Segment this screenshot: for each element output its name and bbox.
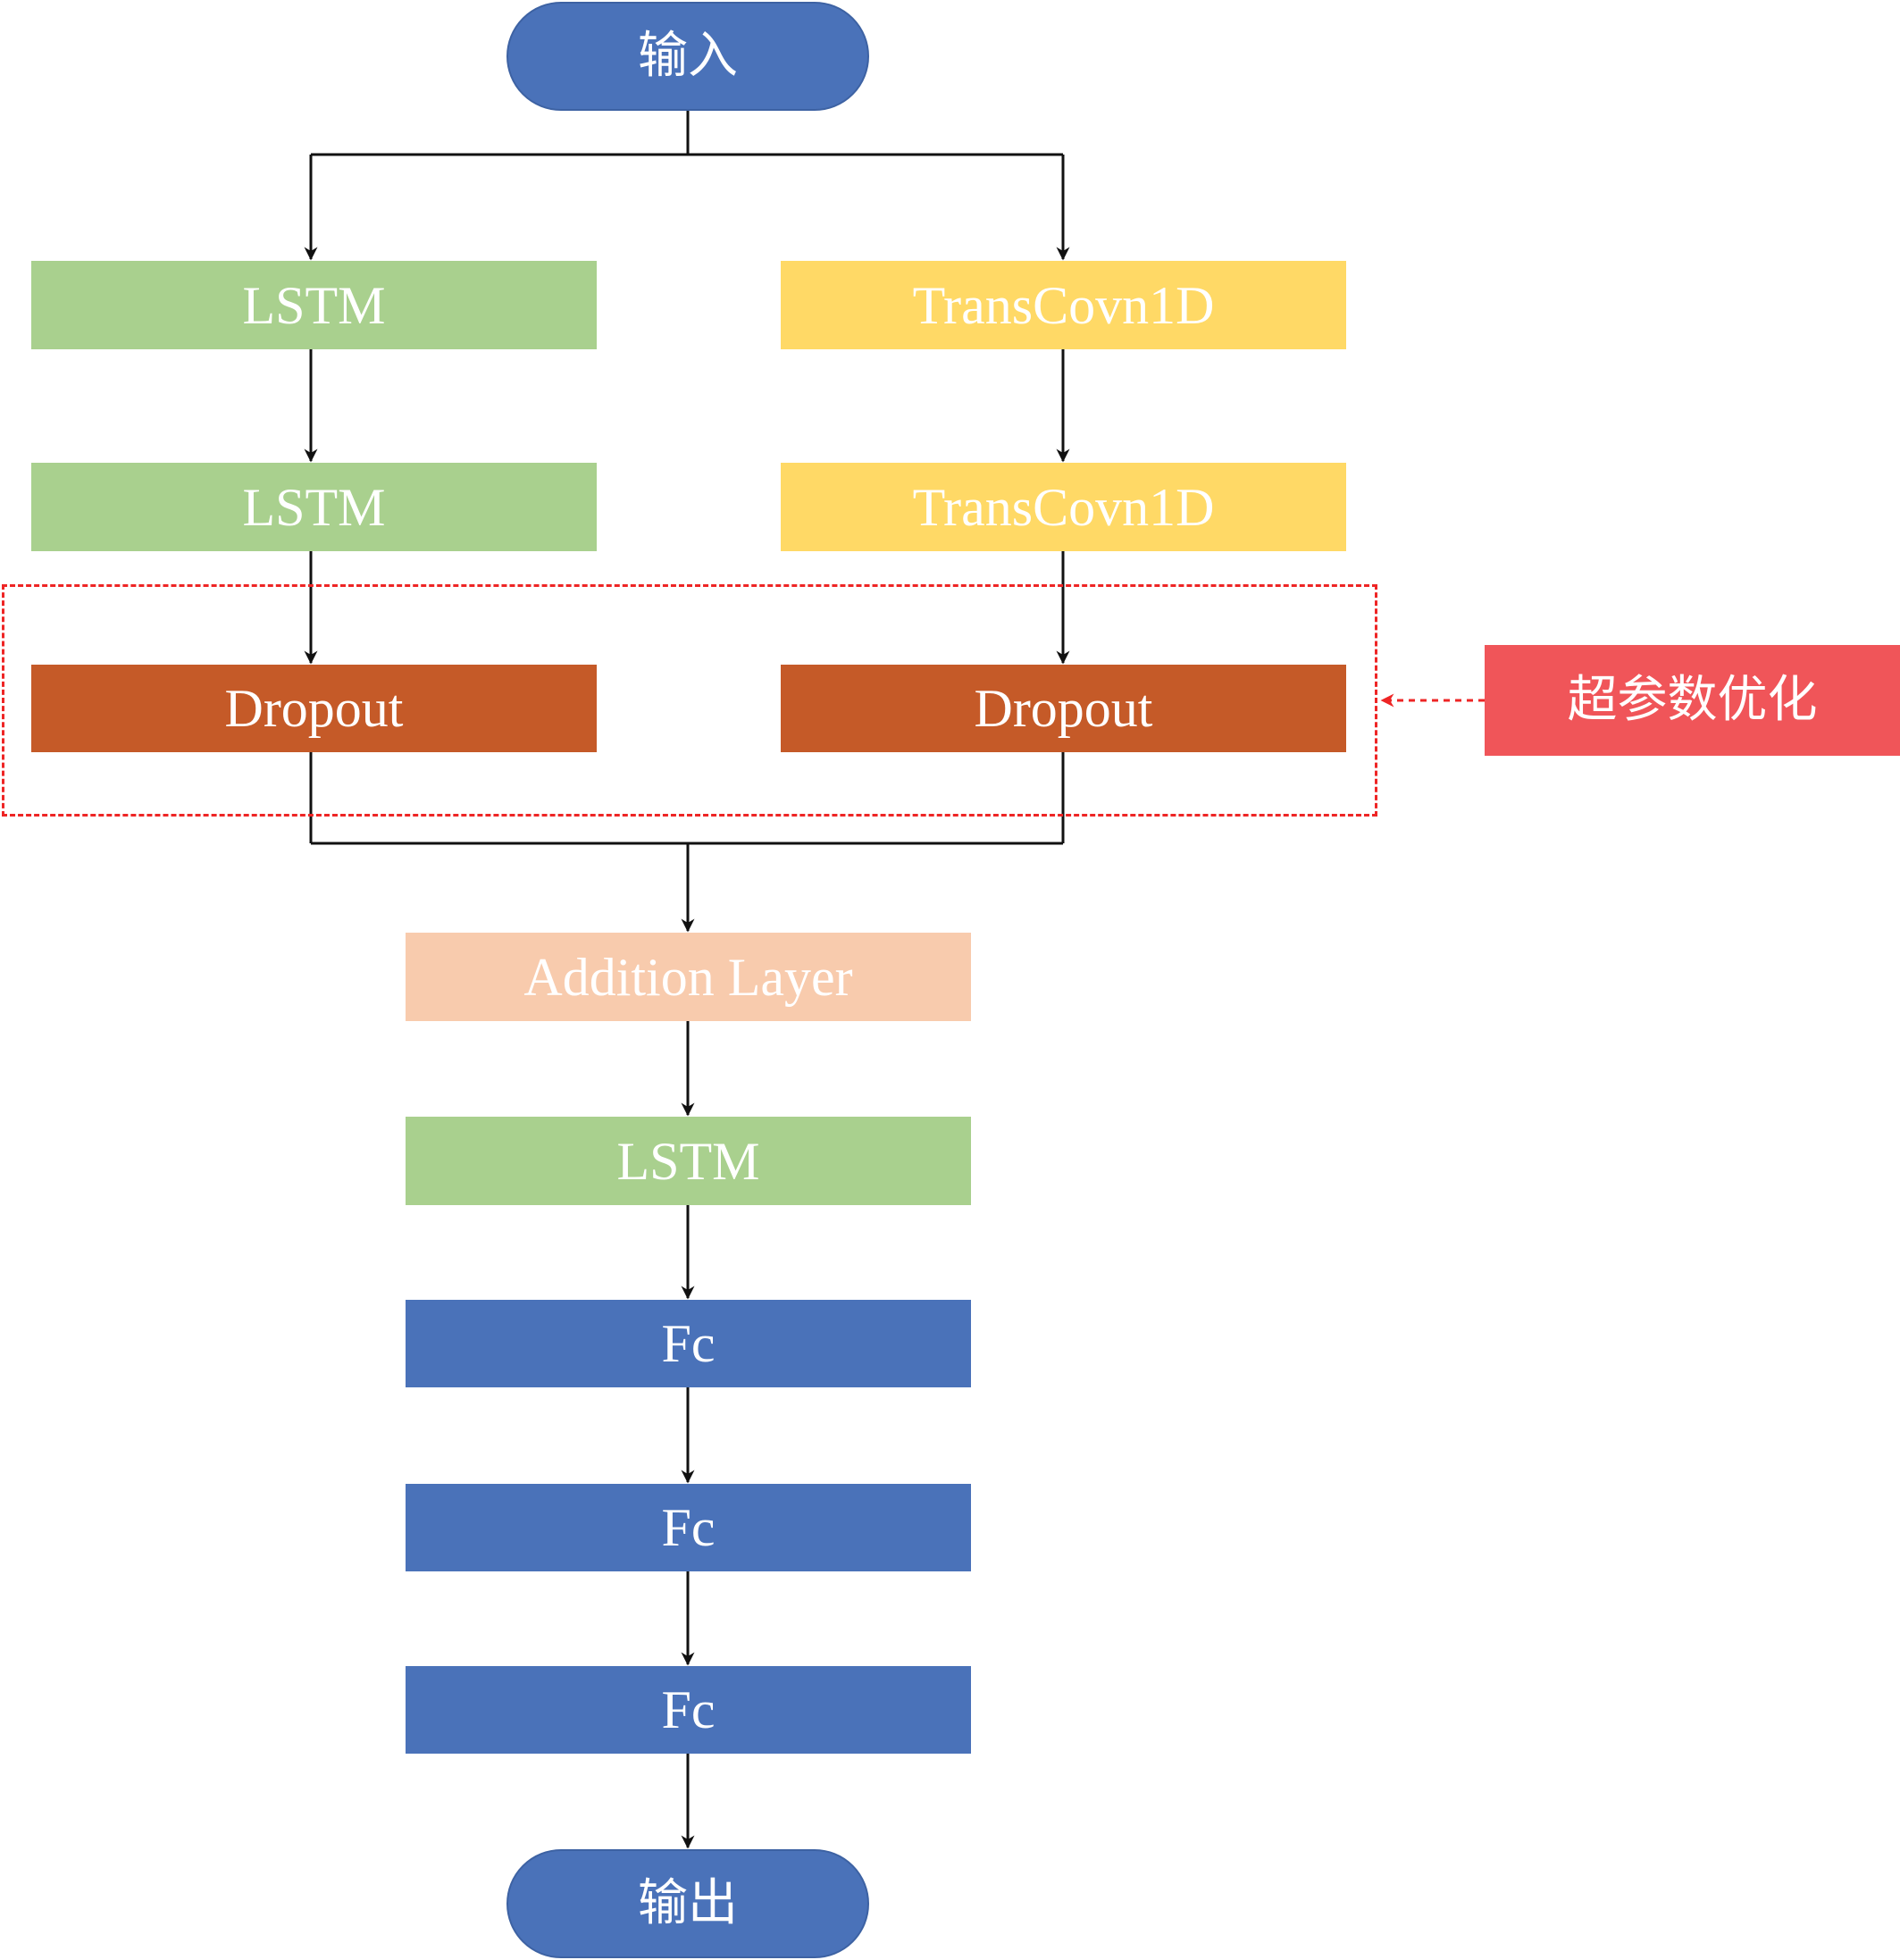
fc-layer-2: Fc bbox=[406, 1484, 971, 1571]
output-node: 输出 bbox=[506, 1849, 869, 1958]
fc-layer-1: Fc bbox=[406, 1300, 971, 1387]
left-lstm-1: LSTM bbox=[31, 261, 597, 349]
fc-layer-3: Fc bbox=[406, 1666, 971, 1754]
right-dropout: Dropout bbox=[781, 665, 1346, 752]
left-dropout: Dropout bbox=[31, 665, 597, 752]
left-lstm-2: LSTM bbox=[31, 463, 597, 551]
input-node: 输入 bbox=[506, 2, 869, 111]
right-transconv-2: TransCovn1D bbox=[781, 463, 1346, 551]
hyperparameter-region bbox=[2, 584, 1377, 817]
trunk-lstm: LSTM bbox=[406, 1117, 971, 1205]
hyperparameter-optimization-label: 超参数优化 bbox=[1485, 645, 1900, 756]
right-transconv-1: TransCovn1D bbox=[781, 261, 1346, 349]
addition-layer: Addition Layer bbox=[406, 933, 971, 1021]
